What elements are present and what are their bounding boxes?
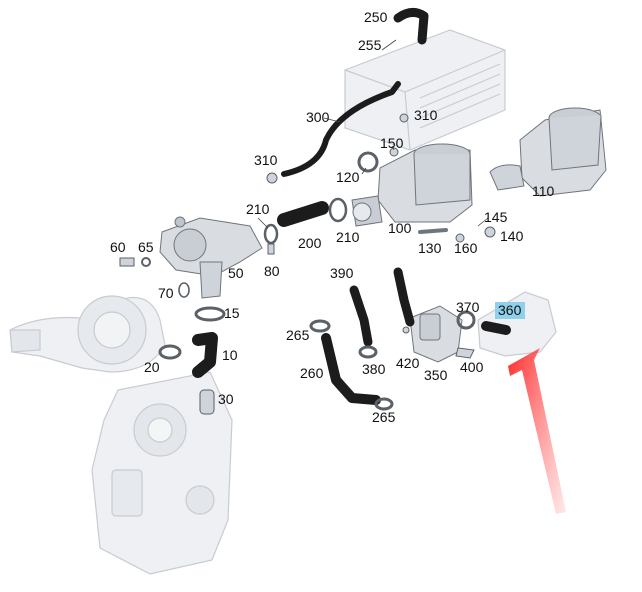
label-60: 60 [110,239,126,255]
label-210: 210 [246,201,270,217]
label-300: 300 [306,109,330,125]
hoses [192,8,511,405]
label-70: 70 [158,285,174,301]
label-260: 260 [300,365,324,381]
label-15: 15 [224,305,240,321]
label-390: 390 [330,265,354,281]
label-265: 265 [372,409,396,425]
label-200: 200 [298,235,322,251]
label-160: 160 [454,240,478,256]
egr-cooler [344,29,506,151]
label-380: 380 [362,361,386,377]
label-80: 80 [264,263,280,279]
pump-housing [9,295,166,373]
label-150: 150 [380,135,404,151]
valve-block-350 [409,305,463,363]
part-labels: 250 255 300 310 150 310 120 110 210 200 … [110,9,555,425]
bracket-housing-110 [489,107,607,197]
label-360: 360 [498,302,522,318]
label-265: 265 [286,327,310,343]
label-140: 140 [500,228,524,244]
label-30: 30 [218,391,234,407]
label-100: 100 [388,220,412,236]
label-370: 370 [456,299,480,315]
label-65: 65 [138,239,154,255]
label-210: 210 [336,229,360,245]
label-130: 130 [418,240,442,256]
label-145: 145 [484,209,508,225]
water-pump-50 [159,216,263,299]
timing-cover [91,371,233,575]
highlight-360-bg [495,302,525,319]
bracket-360-housing [477,291,557,357]
label-420: 420 [396,355,420,371]
label-120: 120 [336,169,360,185]
label-255: 255 [358,37,382,53]
label-310: 310 [414,107,438,123]
label-10: 10 [222,347,238,363]
label-50: 50 [228,265,244,281]
label-350: 350 [424,367,448,383]
label-310: 310 [254,152,278,168]
small-parts [119,113,496,415]
label-110: 110 [532,183,555,199]
label-20: 20 [144,359,160,375]
label-250: 250 [364,9,388,25]
pointer-arrow [508,348,566,514]
label-400: 400 [460,359,484,375]
leader-lines [257,39,489,229]
thermostat-housing-100 [351,143,473,227]
